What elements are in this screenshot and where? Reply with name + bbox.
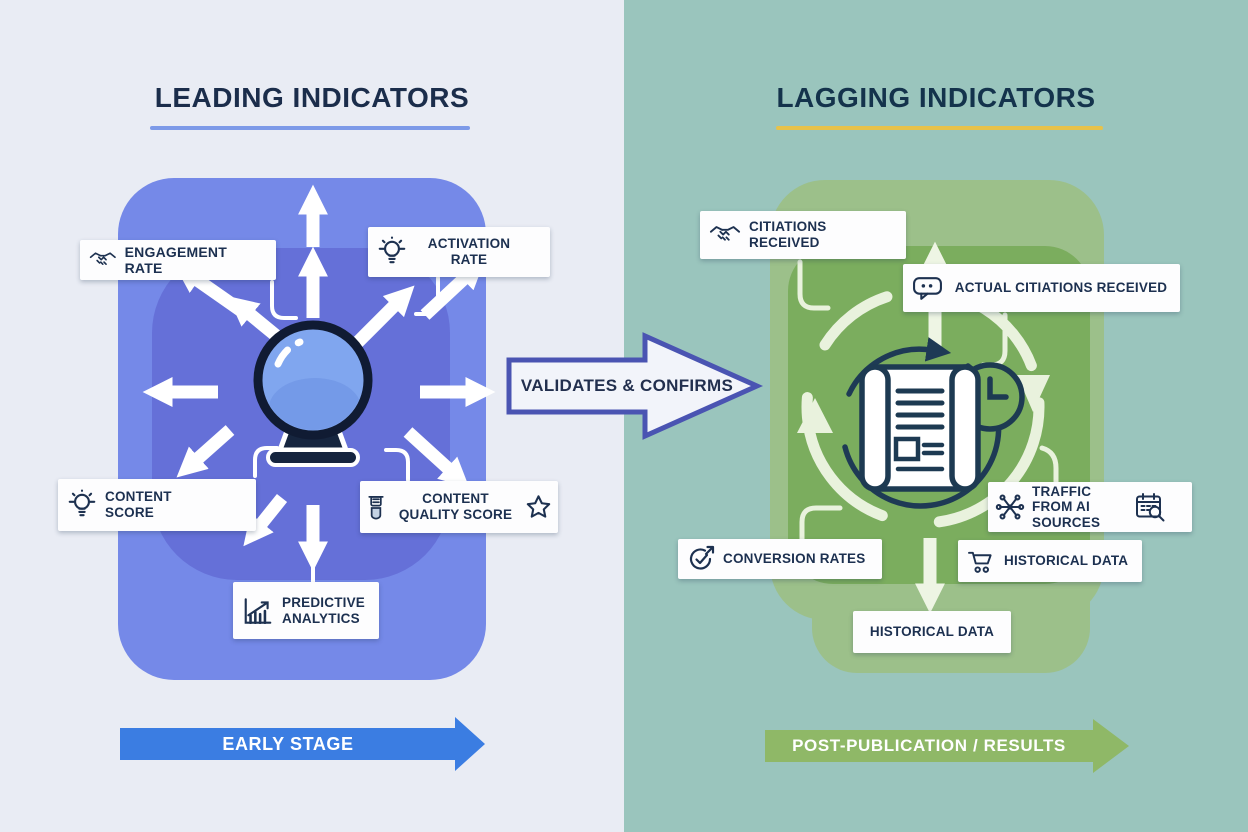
growth-chart-icon [244, 597, 272, 624]
handshake-icon [89, 251, 116, 265]
label-historical-data-bottom: HISTORICAL DATA [853, 611, 1011, 653]
validates-confirms-arrow: VALIDATES & CONFIRMS [505, 330, 763, 442]
post-publication-banner: POST-PUBLICATION / RESULTS [763, 716, 1131, 774]
handshake-icon [709, 225, 741, 241]
left-title-underline [150, 126, 470, 130]
star-icon [526, 494, 551, 518]
label-text: CONTENT SCORE [105, 489, 172, 520]
label-text: TRAFFIC FROM AI SOURCES [1032, 483, 1101, 530]
label-content-score: CONTENT SCORE [58, 479, 256, 531]
label-actual-citations-received: ACTUAL CITIATIONS RECEIVED [903, 264, 1180, 312]
early-stage-label: EARLY STAGE [222, 734, 354, 754]
label-text: ENGAGEMENT RATE [124, 243, 227, 276]
label-text: CONVERSION RATES [723, 551, 866, 567]
label-predictive-analytics: PREDICTIVE ANALYTICS [233, 582, 379, 639]
banner-arrow-shape [765, 719, 1129, 773]
label-text: CITIATIONS RECEIVED [749, 219, 827, 250]
lightbulb-icon [378, 236, 406, 264]
validates-confirms-label: VALIDATES & CONFIRMS [520, 376, 734, 395]
label-text: CONTENT QUALITY SCORE [398, 491, 513, 522]
label-engagement-rate: ENGAGEMENT RATE [80, 240, 276, 280]
label-activation-rate: ACTIVATION RATE [368, 227, 550, 277]
right-panel-title: LAGGING INDICATORS [776, 82, 1096, 113]
left-panel-title: LEADING INDICATORS [154, 82, 470, 113]
label-text: HISTORICAL DATA [1004, 553, 1129, 569]
calendar-search-icon [1136, 493, 1165, 522]
cycle-arrowhead-down [1017, 375, 1050, 412]
big-right-arrow-shape [506, 332, 763, 440]
cycle-arrowhead-up [797, 398, 833, 433]
right-title-underline [776, 126, 1103, 130]
label-text: HISTORICAL DATA [869, 624, 995, 640]
radial-arrow-set [142, 184, 496, 572]
trophy-icon [368, 495, 384, 519]
label-text: ACTIVATION RATE [427, 236, 511, 267]
lightbulb-icon [68, 489, 96, 517]
label-citations-received: CITIATIONS RECEIVED [700, 211, 906, 259]
banner-arrow-shape [120, 717, 485, 771]
label-content-quality-score: CONTENT QUALITY SCORE [360, 481, 558, 533]
post-publication-label: POST-PUBLICATION / RESULTS [792, 736, 1066, 755]
speech-bubble-icon [913, 276, 942, 300]
label-text: ACTUAL CITIATIONS RECEIVED [954, 280, 1168, 296]
early-stage-banner: EARLY STAGE [118, 715, 488, 773]
shopping-cart-icon [968, 551, 992, 573]
label-traffic-from-ai-sources: TRAFFIC FROM AI SOURCES [988, 482, 1192, 532]
network-icon [995, 494, 1025, 520]
check-arrow-icon [689, 545, 715, 570]
crystal-ball-icon [253, 320, 373, 467]
scroll-clock-icon [859, 362, 1025, 492]
left-radial-arrows [142, 184, 496, 588]
label-text: PREDICTIVE ANALYTICS [282, 594, 366, 626]
label-historical-data-side: HISTORICAL DATA [958, 540, 1142, 582]
label-conversion-rates: CONVERSION RATES [678, 539, 882, 579]
